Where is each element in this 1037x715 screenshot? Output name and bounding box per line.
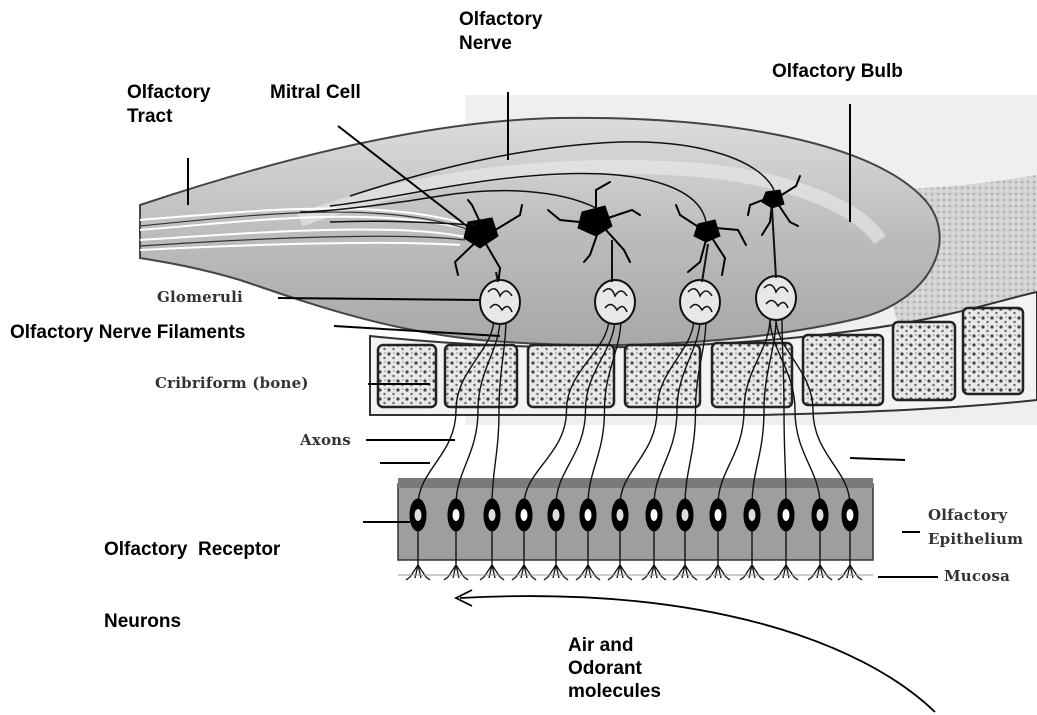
label-epithelium-line1: Olfactory [928,503,1023,527]
label-olfactory-receptor-neurons: Olfactory Receptor Neurons [104,490,280,682]
receptor-nucleus [783,509,790,521]
epithelium-band [398,484,873,560]
label-air-line1: Air and [568,634,661,657]
label-olfactory-bulb: Olfactory Bulb [772,60,903,84]
label-mitral-cell: Mitral Cell [270,81,361,105]
label-olfactory-nerve-line2: Nerve [459,32,542,56]
label-air-line3: molecules [568,680,661,703]
receptor-cilia [808,565,832,580]
receptor-nucleus [715,509,722,521]
receptor-cilia [706,565,730,580]
label-epithelium-line2: Epithelium [928,527,1023,551]
label-olfactory-nerve-filaments: Olfactory Nerve Filaments [10,321,245,345]
receptor-cilia [673,565,697,580]
receptor-nucleus [651,509,658,521]
receptor-cilia [642,565,666,580]
label-cribriform: Cribriform (bone) [155,373,309,393]
receptor-cilia [740,565,764,580]
receptor-nucleus [749,509,756,521]
receptor-cilia [774,565,798,580]
label-glomeruli: Glomeruli [157,287,243,307]
label-olfactory-tract-line1: Olfactory [127,81,210,105]
label-axons: Axons [300,430,351,450]
receptor-nucleus [847,509,854,521]
label-receptor-neurons-line1: Olfactory Receptor [104,538,280,562]
label-mucosa: Mucosa [944,566,1010,586]
label-air-odorant: Air and Odorant molecules [568,634,661,703]
label-air-line2: Odorant [568,657,661,680]
receptor-nucleus [553,509,560,521]
receptor-nucleus [521,509,528,521]
receptor-cilia [576,565,600,580]
label-olfactory-nerve-line1: Olfactory [459,8,542,32]
receptor-nucleus [682,509,689,521]
label-olfactory-tract: Olfactory Tract [127,81,210,129]
label-olfactory-nerve: Olfactory Nerve [459,8,542,56]
label-olfactory-epithelium: Olfactory Epithelium [928,503,1023,551]
air-flow-arrow [456,590,935,712]
receptor-cilia [406,565,430,580]
receptor-nucleus [585,509,592,521]
leader-axons-3 [850,458,905,460]
receptor-cilia [838,565,862,580]
epithelium-top [398,478,873,488]
receptor-nucleus [453,509,460,521]
receptor-nucleus [489,509,496,521]
receptor-nucleus [415,509,422,521]
receptor-nucleus [617,509,624,521]
receptor-cilia [480,565,504,580]
label-olfactory-tract-line2: Tract [127,105,210,129]
olfactory-bulb-shape [140,118,940,345]
receptor-cilia [544,565,568,580]
receptor-cilia [444,565,468,580]
receptor-cilia [608,565,632,580]
receptor-nucleus [817,509,824,521]
receptor-cilia [512,565,536,580]
label-receptor-neurons-line2: Neurons [104,610,280,634]
